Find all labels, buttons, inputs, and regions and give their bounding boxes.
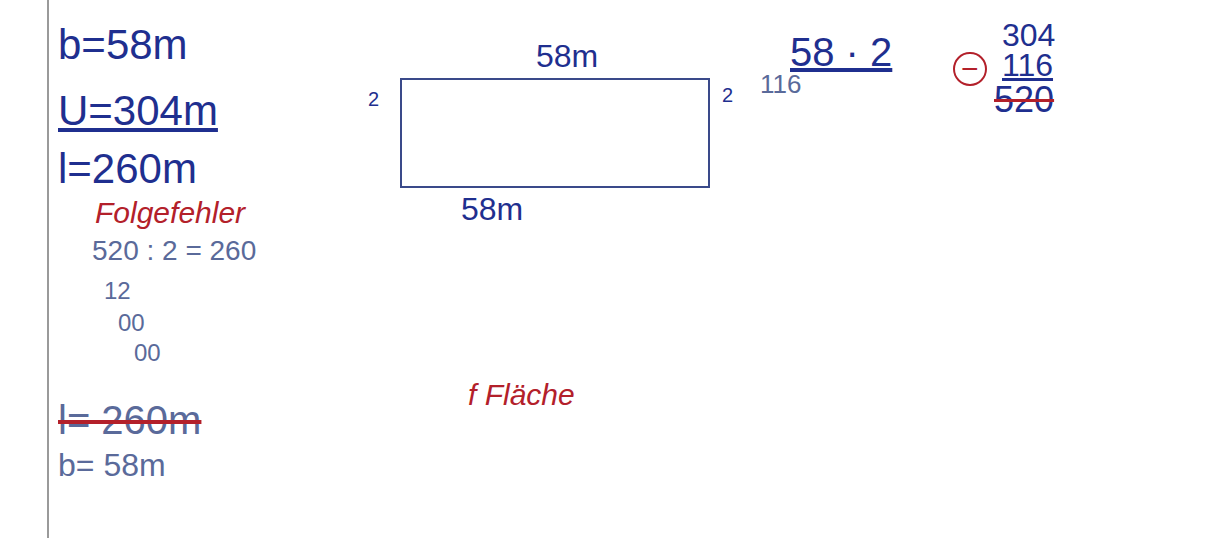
handwritten-note: b= 58m xyxy=(58,448,166,483)
handwritten-note: 2 xyxy=(368,88,379,110)
handwritten-note: 520 xyxy=(994,80,1054,120)
handwritten-note: − xyxy=(953,52,987,86)
dimension-label: 58m xyxy=(536,39,598,74)
handwritten-note: U=304m xyxy=(58,88,218,134)
handwritten-note: 2 xyxy=(722,84,733,106)
handwritten-note: 116 xyxy=(760,70,801,99)
handwritten-note: 00 xyxy=(118,310,145,336)
handwritten-note: Folgefehler xyxy=(95,196,245,229)
rectangle-sketch: 58m58m xyxy=(400,78,710,188)
handwritten-note: 12 xyxy=(104,278,131,304)
dimension-label: 58m xyxy=(461,192,523,227)
handwritten-note: l=260m xyxy=(58,146,197,192)
handwritten-note: 116 xyxy=(1002,48,1053,83)
handwritten-note: 00 xyxy=(134,340,161,366)
handwritten-note: 58 · 2 xyxy=(790,30,892,74)
handwritten-note: 520 : 2 = 260 xyxy=(92,236,256,267)
margin-line xyxy=(47,0,49,538)
handwritten-note: b=58m xyxy=(58,22,188,68)
handwritten-note: f Fläche xyxy=(468,378,575,411)
handwritten-note: l= 260m xyxy=(58,398,201,442)
